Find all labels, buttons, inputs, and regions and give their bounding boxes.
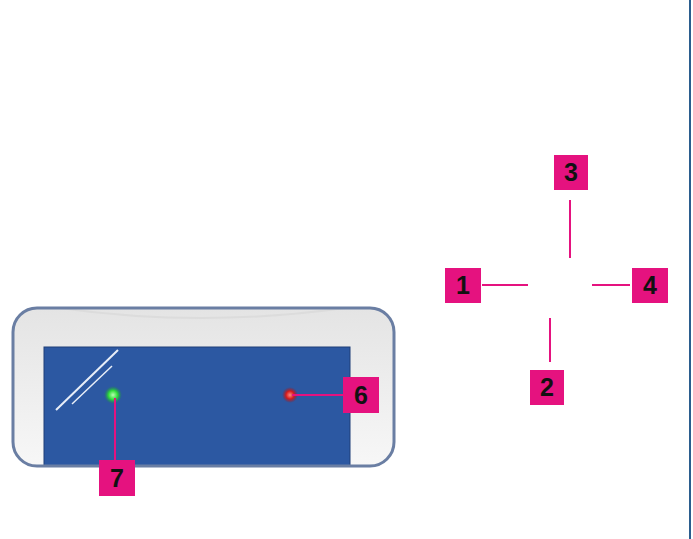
blue-window <box>44 347 350 466</box>
device-photo <box>13 308 394 466</box>
leader-line <box>114 398 116 461</box>
callout-number: 4 <box>632 268 668 303</box>
photo-frame <box>13 308 394 466</box>
leader-line <box>592 284 630 286</box>
callout-number: 1 <box>445 268 481 303</box>
page-border <box>689 0 691 539</box>
leader-line <box>549 318 551 362</box>
leader-line <box>482 284 528 286</box>
callout-number: 6 <box>343 377 379 413</box>
callout-number: 3 <box>554 155 588 190</box>
callout-number: 7 <box>99 460 135 496</box>
leader-line <box>292 394 344 396</box>
leader-line <box>569 200 571 258</box>
callout-number: 2 <box>530 370 564 405</box>
green-led <box>104 386 122 404</box>
